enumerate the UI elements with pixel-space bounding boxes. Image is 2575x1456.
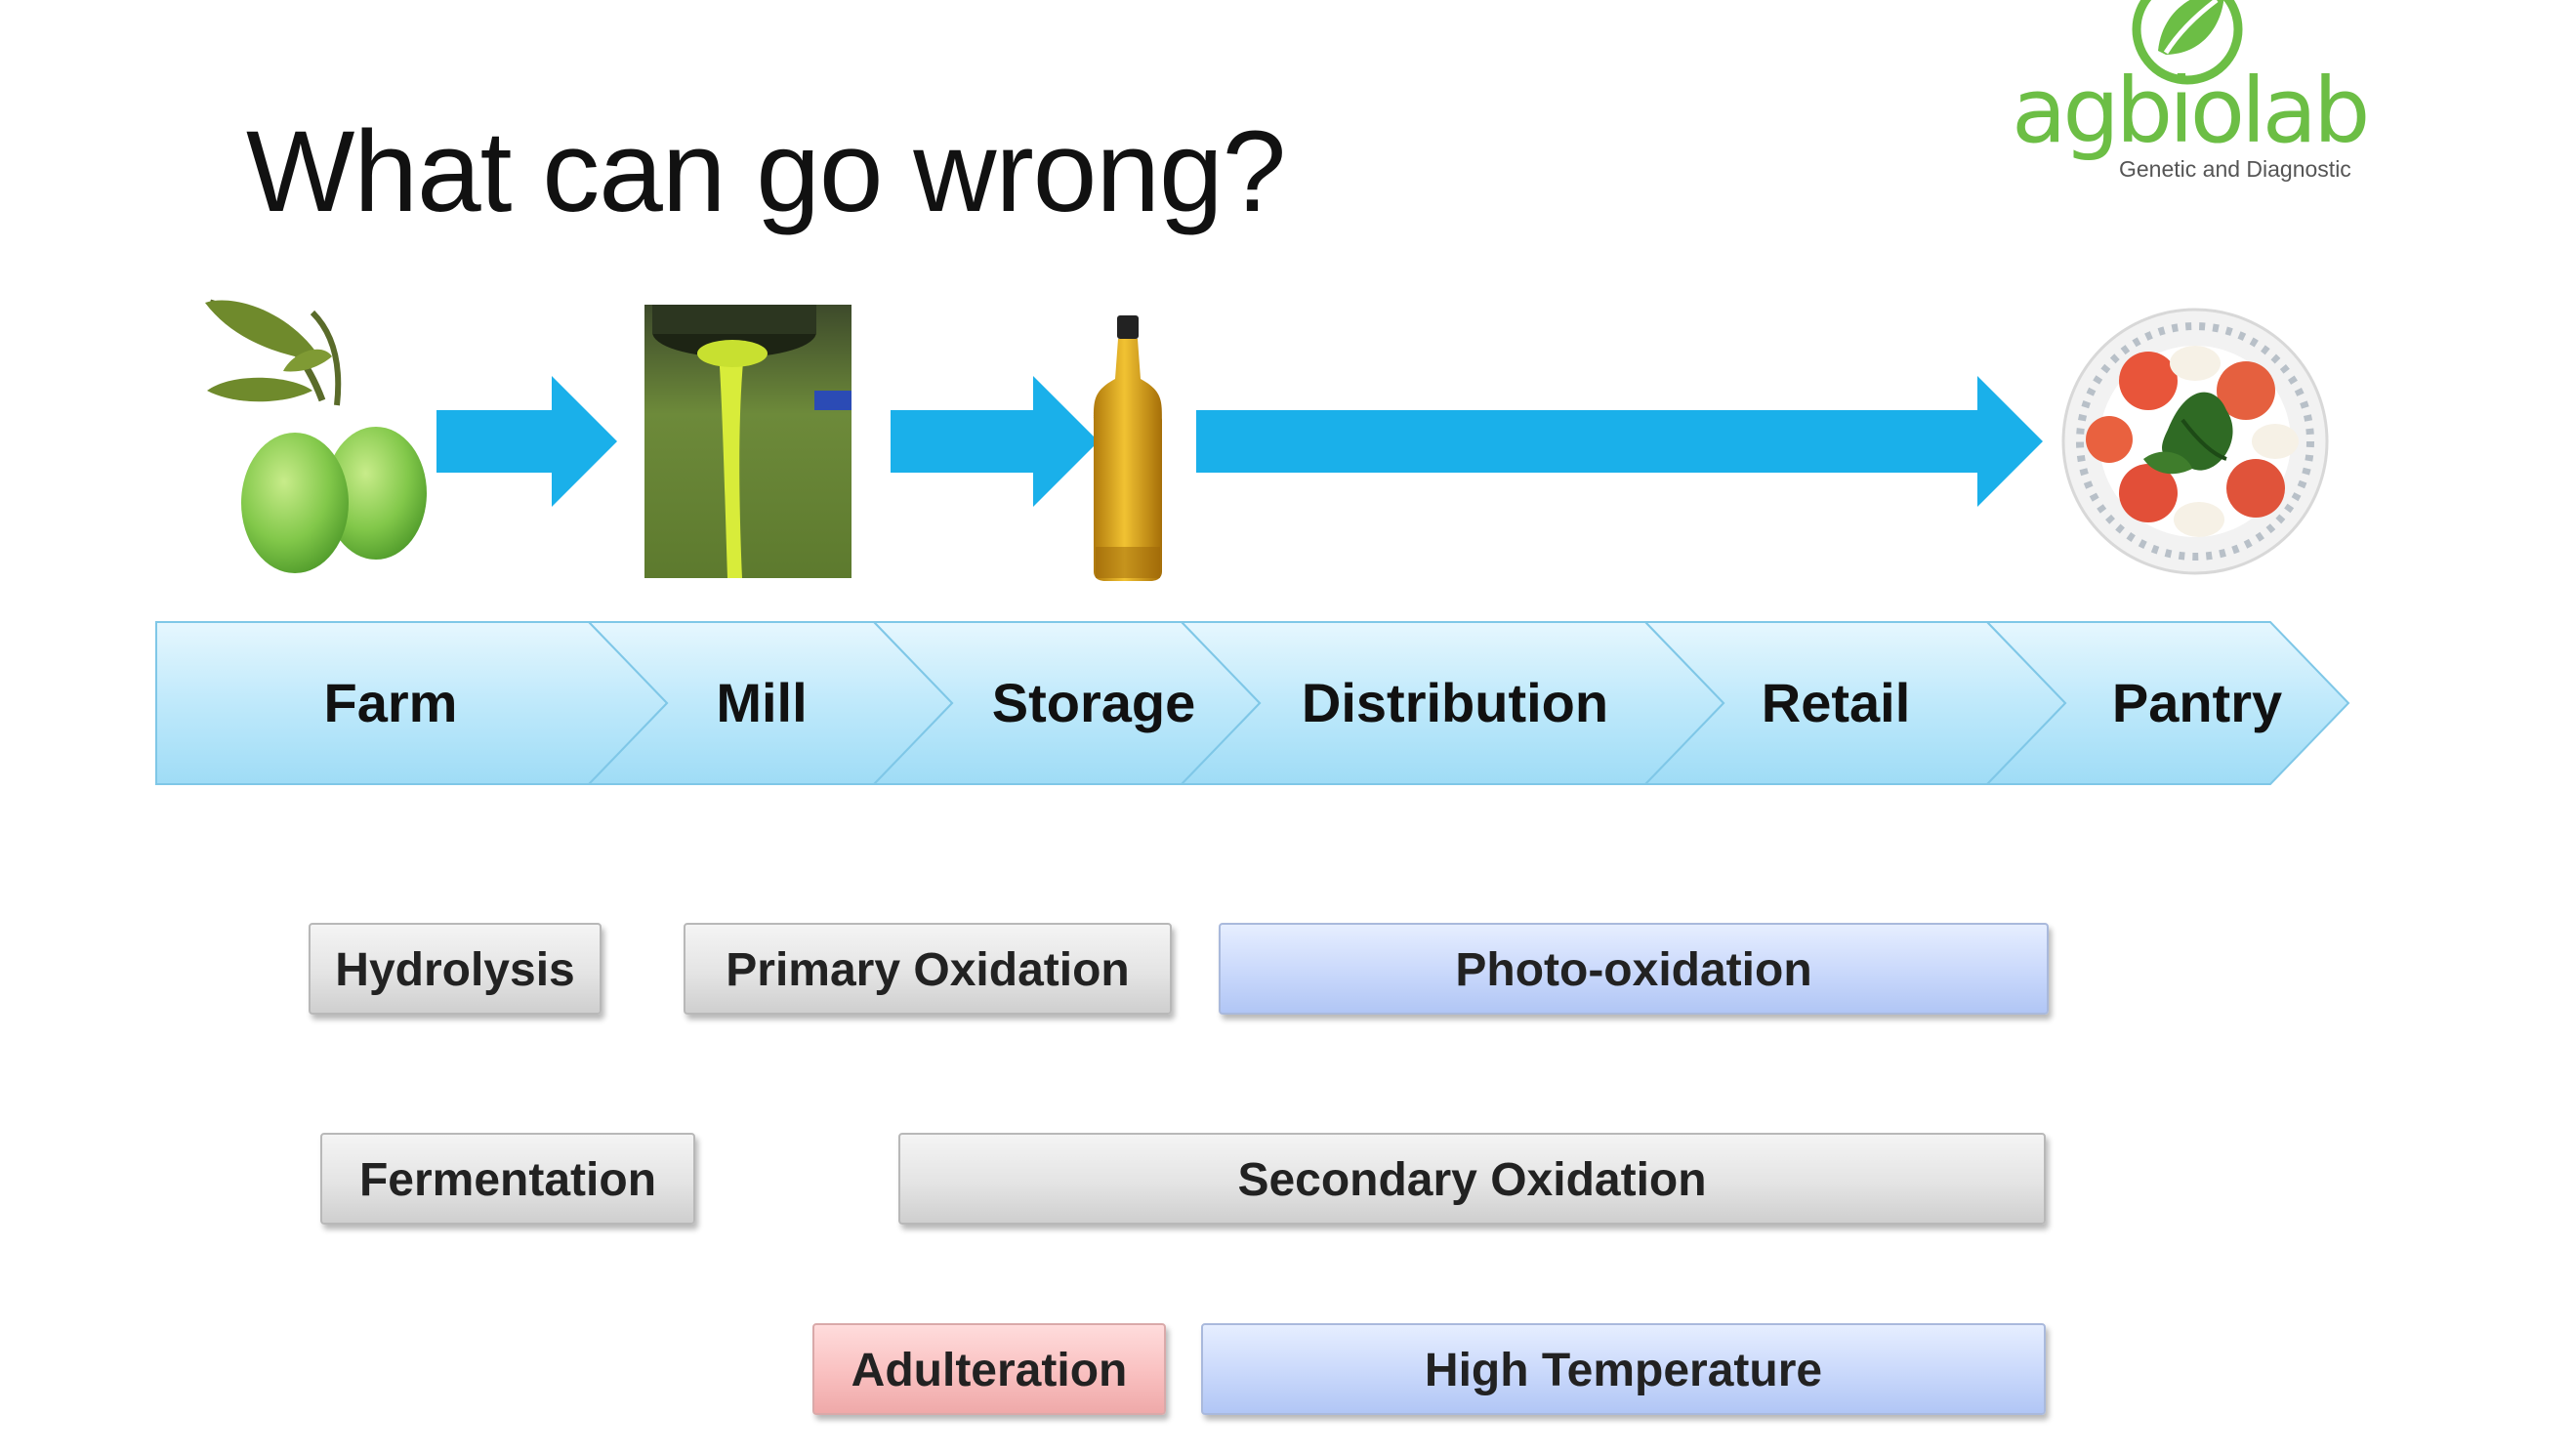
arrow-mill-to-storage <box>891 376 1099 507</box>
step-farm: Farm <box>234 669 547 737</box>
arrow-storage-to-pantry <box>1196 376 2043 507</box>
issue-primary-oxidation: Primary Oxidation <box>684 923 1172 1015</box>
step-retail: Retail <box>1719 669 1953 737</box>
salad-plate-icon <box>2063 310 2327 573</box>
step-storage: Storage <box>967 669 1221 737</box>
step-mill: Mill <box>644 669 879 737</box>
issue-photo-oxidation: Photo-oxidation <box>1219 923 2049 1015</box>
issue-adulteration: Adulteration <box>812 1323 1166 1415</box>
issue-high-temperature: High Temperature <box>1201 1323 2046 1415</box>
step-pantry: Pantry <box>2080 669 2314 737</box>
oil-press-icon <box>644 305 851 578</box>
issue-hydrolysis: Hydrolysis <box>309 923 602 1015</box>
olives-icon <box>205 301 427 574</box>
issue-fermentation: Fermentation <box>320 1133 695 1225</box>
issue-secondary-oxidation: Secondary Oxidation <box>898 1133 2046 1225</box>
oil-bottle-icon <box>1094 315 1162 581</box>
step-distribution: Distribution <box>1260 669 1650 737</box>
arrow-farm-to-mill <box>436 376 617 507</box>
